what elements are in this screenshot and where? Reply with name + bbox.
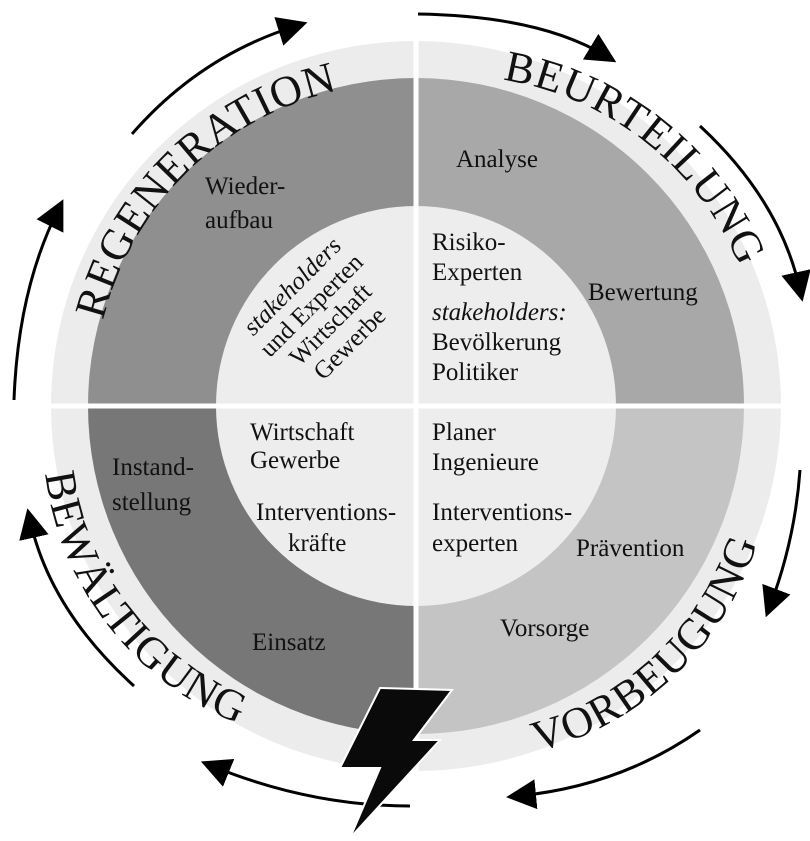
arrow-top-right xyxy=(417,12,617,63)
actor-vorbeugung-3: Interventions- xyxy=(432,499,572,526)
actor-vorbeugung-1: Planer xyxy=(432,419,497,446)
activity-instandstellung-line1: Instand- xyxy=(112,454,194,481)
activity-einsatz: Einsatz xyxy=(252,629,326,656)
actor-vorbeugung-2: Ingenieure xyxy=(432,449,539,476)
actor-bewaeltigung-2: Gewerbe xyxy=(250,447,340,474)
activity-praevention: Prävention xyxy=(576,535,685,562)
arrow-left-upper xyxy=(12,199,64,401)
actor-bewaeltigung-1: Wirtschaft xyxy=(250,419,355,446)
actor-bewaeltigung-3: Interventions- xyxy=(256,499,396,526)
arrow-right-upper xyxy=(698,124,810,302)
activity-wiederaufbau-line2: aufbau xyxy=(205,207,274,234)
actor-beurteilung-4: Bevölkerung xyxy=(432,329,562,356)
activity-instandstellung-line2: stellung xyxy=(112,489,192,516)
activity-vorsorge: Vorsorge xyxy=(500,615,589,642)
actor-beurteilung-2: Experten xyxy=(432,259,523,286)
actor-beurteilung-3: stakeholders: xyxy=(432,299,567,326)
arrow-top-left xyxy=(130,17,308,135)
arrow-right-lower xyxy=(762,469,802,618)
activity-wiederaufbau-line1: Wieder- xyxy=(205,173,285,200)
arrow-bottom-right xyxy=(506,728,701,810)
actor-vorbeugung-4: experten xyxy=(432,530,519,557)
arrow-bottom-left xyxy=(200,758,411,808)
actor-beurteilung-1: Risiko- xyxy=(432,229,506,256)
actor-beurteilung-5: Politiker xyxy=(432,359,519,386)
arrow-left-lower xyxy=(19,508,136,688)
actor-bewaeltigung-4: kräfte xyxy=(288,530,346,557)
activity-bewertung: Bewertung xyxy=(588,279,698,306)
activity-analyse: Analyse xyxy=(456,146,538,173)
lightning-bolt-icon xyxy=(338,686,454,839)
